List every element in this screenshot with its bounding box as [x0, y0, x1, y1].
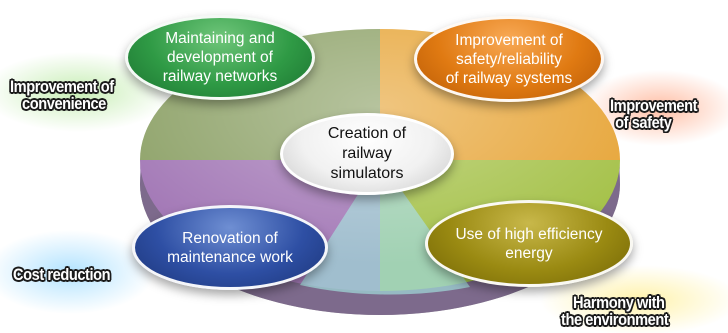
- goal-safety-line-1: Improvement: [610, 96, 698, 115]
- safety-reliability-oval: Improvement of safety/reliability of rai…: [414, 16, 604, 102]
- goal-cost-line-1: Cost reduction: [13, 265, 111, 284]
- goal-environment-line-1: Harmony with: [573, 293, 665, 312]
- maintenance-oval: Renovation of maintenance work: [132, 205, 328, 290]
- glow-environment: [540, 265, 728, 333]
- goal-safety-line-2: of safety: [615, 113, 672, 132]
- simulators-center-oval: Creation of railway simulators: [280, 113, 454, 195]
- glow-cost: [0, 230, 155, 314]
- networks-oval: Maintaining and development of railway n…: [125, 15, 315, 100]
- glow-safety: [580, 70, 728, 146]
- goal-environment-line-2: the environment: [561, 310, 669, 329]
- goal-safety: Improvement of safety: [610, 96, 698, 132]
- goal-cost: Cost reduction: [13, 265, 111, 284]
- energy-oval: Use of high efficiency energy: [425, 200, 633, 287]
- goal-convenience: Improvement of convenience: [10, 78, 114, 112]
- goal-convenience-line-2: convenience: [22, 94, 106, 113]
- goal-environment: Harmony with the environment: [561, 293, 669, 329]
- goal-convenience-line-1: Improvement of: [10, 77, 114, 96]
